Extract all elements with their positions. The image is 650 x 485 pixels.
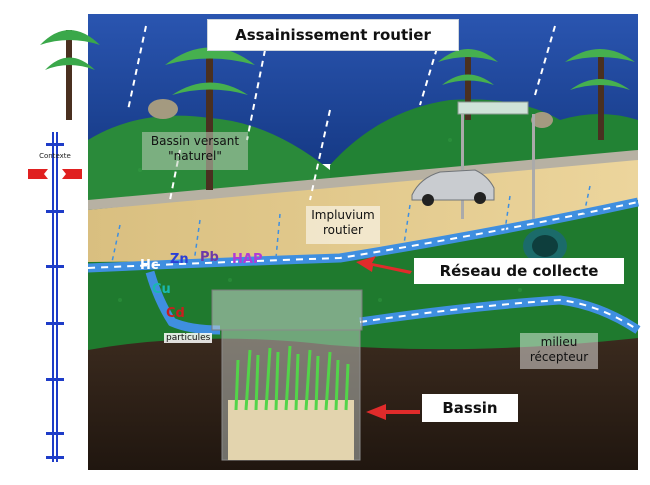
car-icon [411,169,495,206]
pollutant-cd: Cd [166,306,185,321]
sign-icon [457,101,535,219]
pollutant-cu: Cu [152,282,171,297]
nav-label-contexte[interactable]: Contexte [39,152,71,160]
tree-icon [40,30,100,120]
label-milieu-line2: récepteur [529,350,589,364]
label-milieu-line1: milieu [540,335,578,349]
culvert-inner [532,235,558,257]
nav-marker[interactable] [28,169,82,179]
pollutant-hc: Hc [140,258,159,273]
label-particules: particules [164,333,213,343]
flow-dashes [87,201,639,269]
arrow-icon [356,256,412,274]
runoff-arrows [111,185,591,263]
pipe-to-basin [145,270,221,335]
tree-icon [165,47,255,190]
pollutant-pb: Pb [200,250,219,265]
tree-icon [438,49,498,120]
label-impluvium-line1: Impluvium [311,208,375,222]
label-milieu-recepteur: milieu récepteur [520,333,598,369]
basin-top [211,289,363,331]
basin-plants [234,345,350,411]
rock-icon [531,112,553,128]
label-bassin-versant-line1: Bassin versant [150,134,240,148]
nav-ticks [46,143,64,459]
label-bassin-versant-line2: "naturel" [168,149,222,163]
soil [88,338,638,470]
arrow-icon [366,404,420,420]
road-curb [88,150,638,210]
page-title: Assainissement routier [207,19,459,51]
basin-sand [228,400,354,460]
tree-icon [565,49,635,140]
label-bassin: Bassin [422,394,518,422]
label-impluvium-line2: routier [323,223,363,237]
pollutant-hap: HAP [232,252,263,267]
label-impluvium: Impluvium routier [306,206,380,244]
outlet-dashes [359,298,639,331]
rock-icon [148,99,178,119]
pollutant-zn: Zn [170,252,189,267]
label-reseau-collecte: Réseau de collecte [414,258,624,284]
label-bassin-versant: Bassin versant "naturel" [142,132,248,170]
